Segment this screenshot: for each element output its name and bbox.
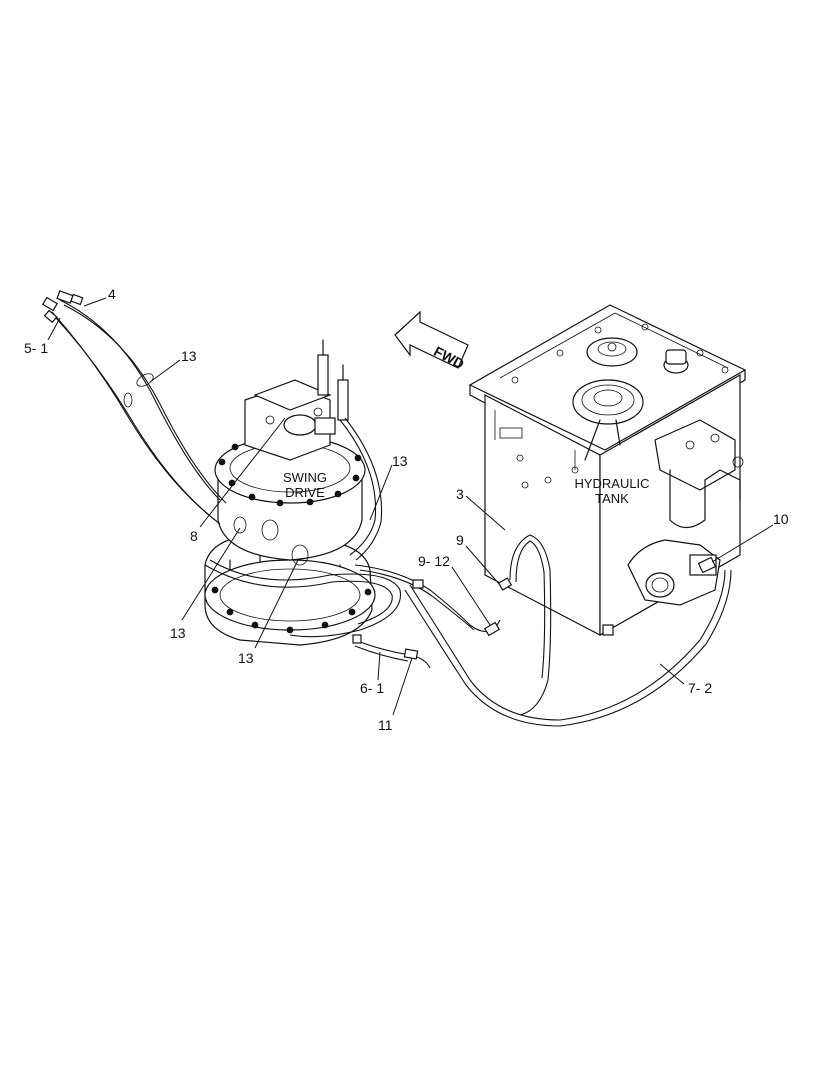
callout-labels: 4 5- 1 13 13 8 13 13 3 9 9- 12 10 6- 1 1… [24,286,789,733]
swing-drive-label-line1: SWING [283,470,327,485]
callout-11: 11 [378,717,393,733]
callout-13-right: 13 [392,453,408,469]
callout-3: 3 [456,486,464,502]
callout-9-12: 9- 12 [418,553,450,569]
callout-13-top: 13 [181,348,197,364]
hydraulic-tank-label-line2: TANK [595,491,629,506]
callout-13-lower-left: 13 [170,625,186,641]
hydraulic-tank-label-line1: HYDRAULIC [574,476,649,491]
callout-4: 4 [108,286,116,302]
callout-13-bottom: 13 [238,650,254,666]
swing-drive: SWING DRIVE [204,339,376,646]
callout-8: 8 [190,528,198,544]
callout-6-1: 6- 1 [360,680,384,696]
hose-lines [41,290,732,727]
callout-5-1: 5- 1 [24,340,48,356]
callout-10: 10 [773,511,789,527]
callout-7-2: 7- 2 [688,680,712,696]
callout-9: 9 [456,532,464,548]
swing-drive-label-line2: DRIVE [285,485,325,500]
fwd-arrow: FWD [394,310,469,372]
leader-lines [47,297,774,716]
